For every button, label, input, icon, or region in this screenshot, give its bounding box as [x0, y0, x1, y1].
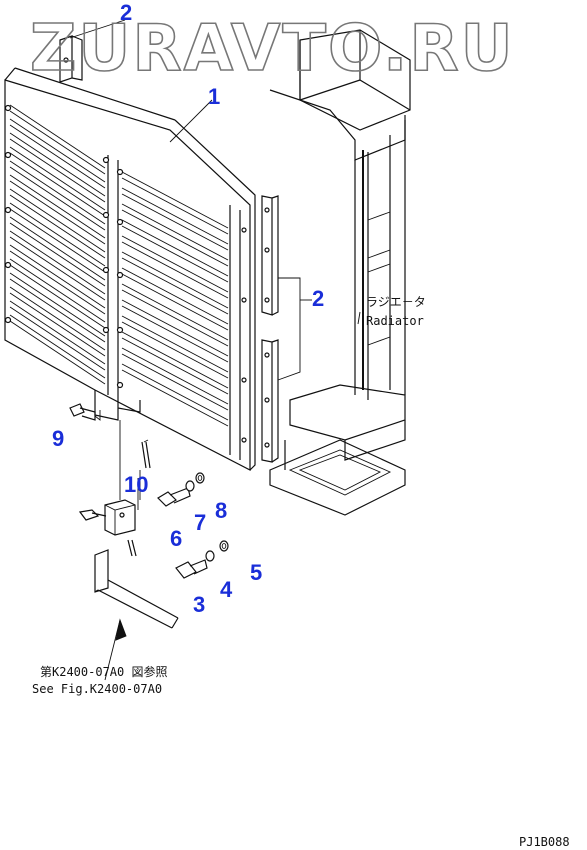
- left-louvers: [9, 104, 106, 385]
- callout-5: 5: [250, 560, 262, 585]
- callout-2-right: 2: [312, 286, 324, 311]
- bolt-6: [157, 487, 191, 507]
- cotter-pin-10: [141, 439, 151, 469]
- radiator-label-jp: ラジエ－タ: [366, 295, 426, 309]
- callouts: 2 1 2 9 10 8 7 6 5 4 3: [52, 0, 324, 617]
- callout-6: 6: [170, 526, 182, 551]
- shutter-assembly: [4, 67, 256, 471]
- radiator-label-en: Radiator: [366, 314, 424, 328]
- handle-rod: [94, 549, 179, 629]
- washer-7: [185, 480, 195, 492]
- washer-4: [205, 550, 215, 562]
- drawing-code: PJ1B088: [519, 835, 570, 849]
- radiator-frame: [269, 29, 411, 516]
- callout-2-top: 2: [120, 0, 132, 25]
- callout-9: 9: [52, 426, 64, 451]
- washer-8: [195, 472, 205, 484]
- callout-3: 3: [193, 592, 205, 617]
- seal-strips: [261, 195, 312, 463]
- callout-8: 8: [215, 498, 227, 523]
- reference-label-en: See Fig.K2400-07A0: [32, 682, 162, 696]
- callout-1: 1: [208, 84, 220, 109]
- callout-4: 4: [220, 577, 233, 602]
- right-louvers: [121, 171, 229, 427]
- top-bracket: [59, 19, 126, 83]
- callout-10: 10: [124, 472, 148, 497]
- bolt-3: [175, 559, 208, 579]
- washer-5: [219, 540, 229, 552]
- watermark-text: ZURAVTO.RU: [30, 12, 515, 86]
- callout-7: 7: [194, 510, 206, 535]
- louver-pivots: [4, 104, 247, 443]
- reference-label-jp: 第K2400-07A0 図参照: [40, 664, 167, 679]
- lever-bracket: [78, 499, 137, 557]
- leader-lines: [104, 99, 213, 681]
- bolt-9: [69, 403, 101, 421]
